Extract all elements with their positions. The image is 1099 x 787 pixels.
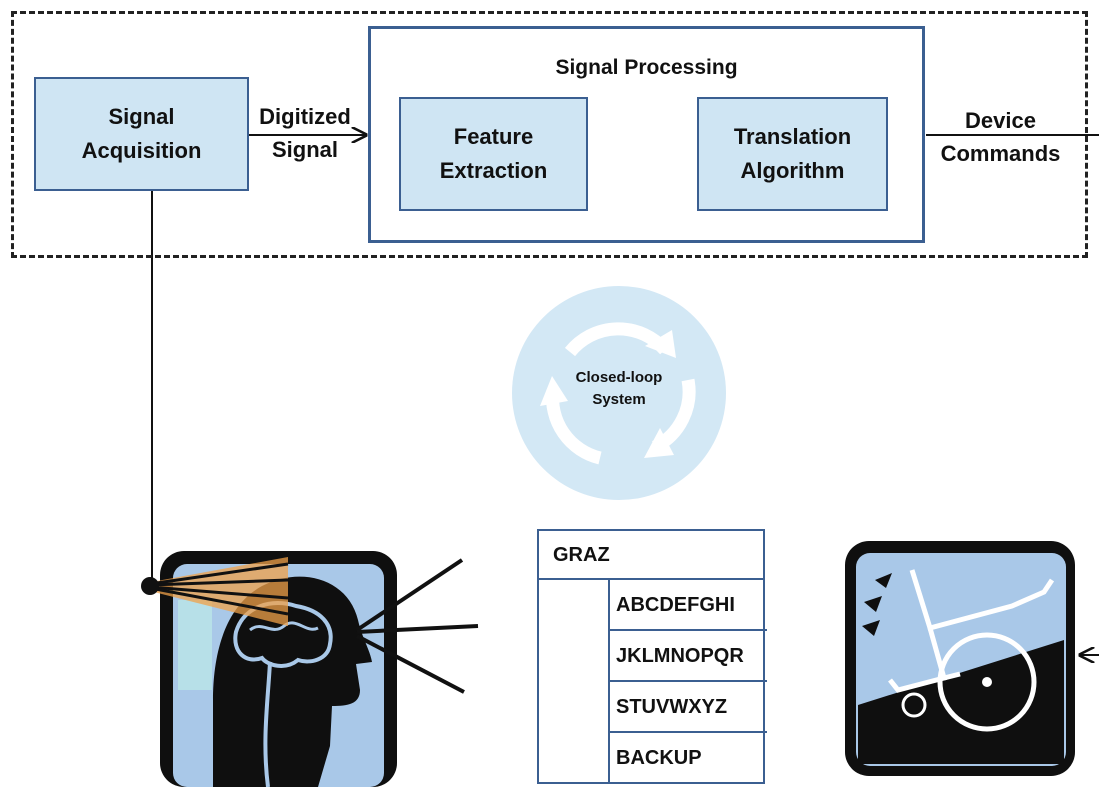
- speller-row: JKLMNOPQR: [610, 631, 767, 682]
- digitized-line-2: Signal: [271, 137, 338, 162]
- speller-row: BACKUP: [616, 747, 702, 769]
- feature-line-2: Extraction: [439, 158, 548, 183]
- acquisition-line-1: Signal: [108, 103, 175, 129]
- loop-line-1: Closed-loop: [575, 369, 663, 386]
- speller-row: ABCDEFGHI: [610, 580, 767, 631]
- signal-processing-title: Signal Processing: [555, 56, 738, 79]
- acquisition-line-2: Acquisition: [81, 138, 202, 163]
- translation-line-2: Algorithm: [740, 158, 845, 183]
- device-line-1: Device: [965, 108, 1036, 133]
- electrode-beam: [141, 557, 289, 626]
- feature-line-1: Feature: [453, 123, 534, 149]
- speller-row: STUVWXYZ: [610, 682, 767, 733]
- speller-options: ABCDEFGHI JKLMNOPQR STUVWXYZ BACKUP: [608, 580, 767, 782]
- loop-line-2: System: [592, 390, 646, 408]
- bci-system-boundary: [11, 11, 1088, 258]
- digitized-line-1: Digitized: [259, 104, 351, 129]
- closed-loop-icon: [512, 286, 726, 500]
- brain-head-icon: [141, 551, 479, 787]
- speller-matrix: GRAZ ABCDEFGHI JKLMNOPQR STUVWXYZ BACKUP: [537, 529, 767, 784]
- translation-line-1: Translation: [733, 123, 852, 149]
- wheelchair-icon: [845, 541, 1075, 776]
- device-line-2: Commands: [940, 141, 1061, 166]
- speller-title: GRAZ: [539, 531, 763, 580]
